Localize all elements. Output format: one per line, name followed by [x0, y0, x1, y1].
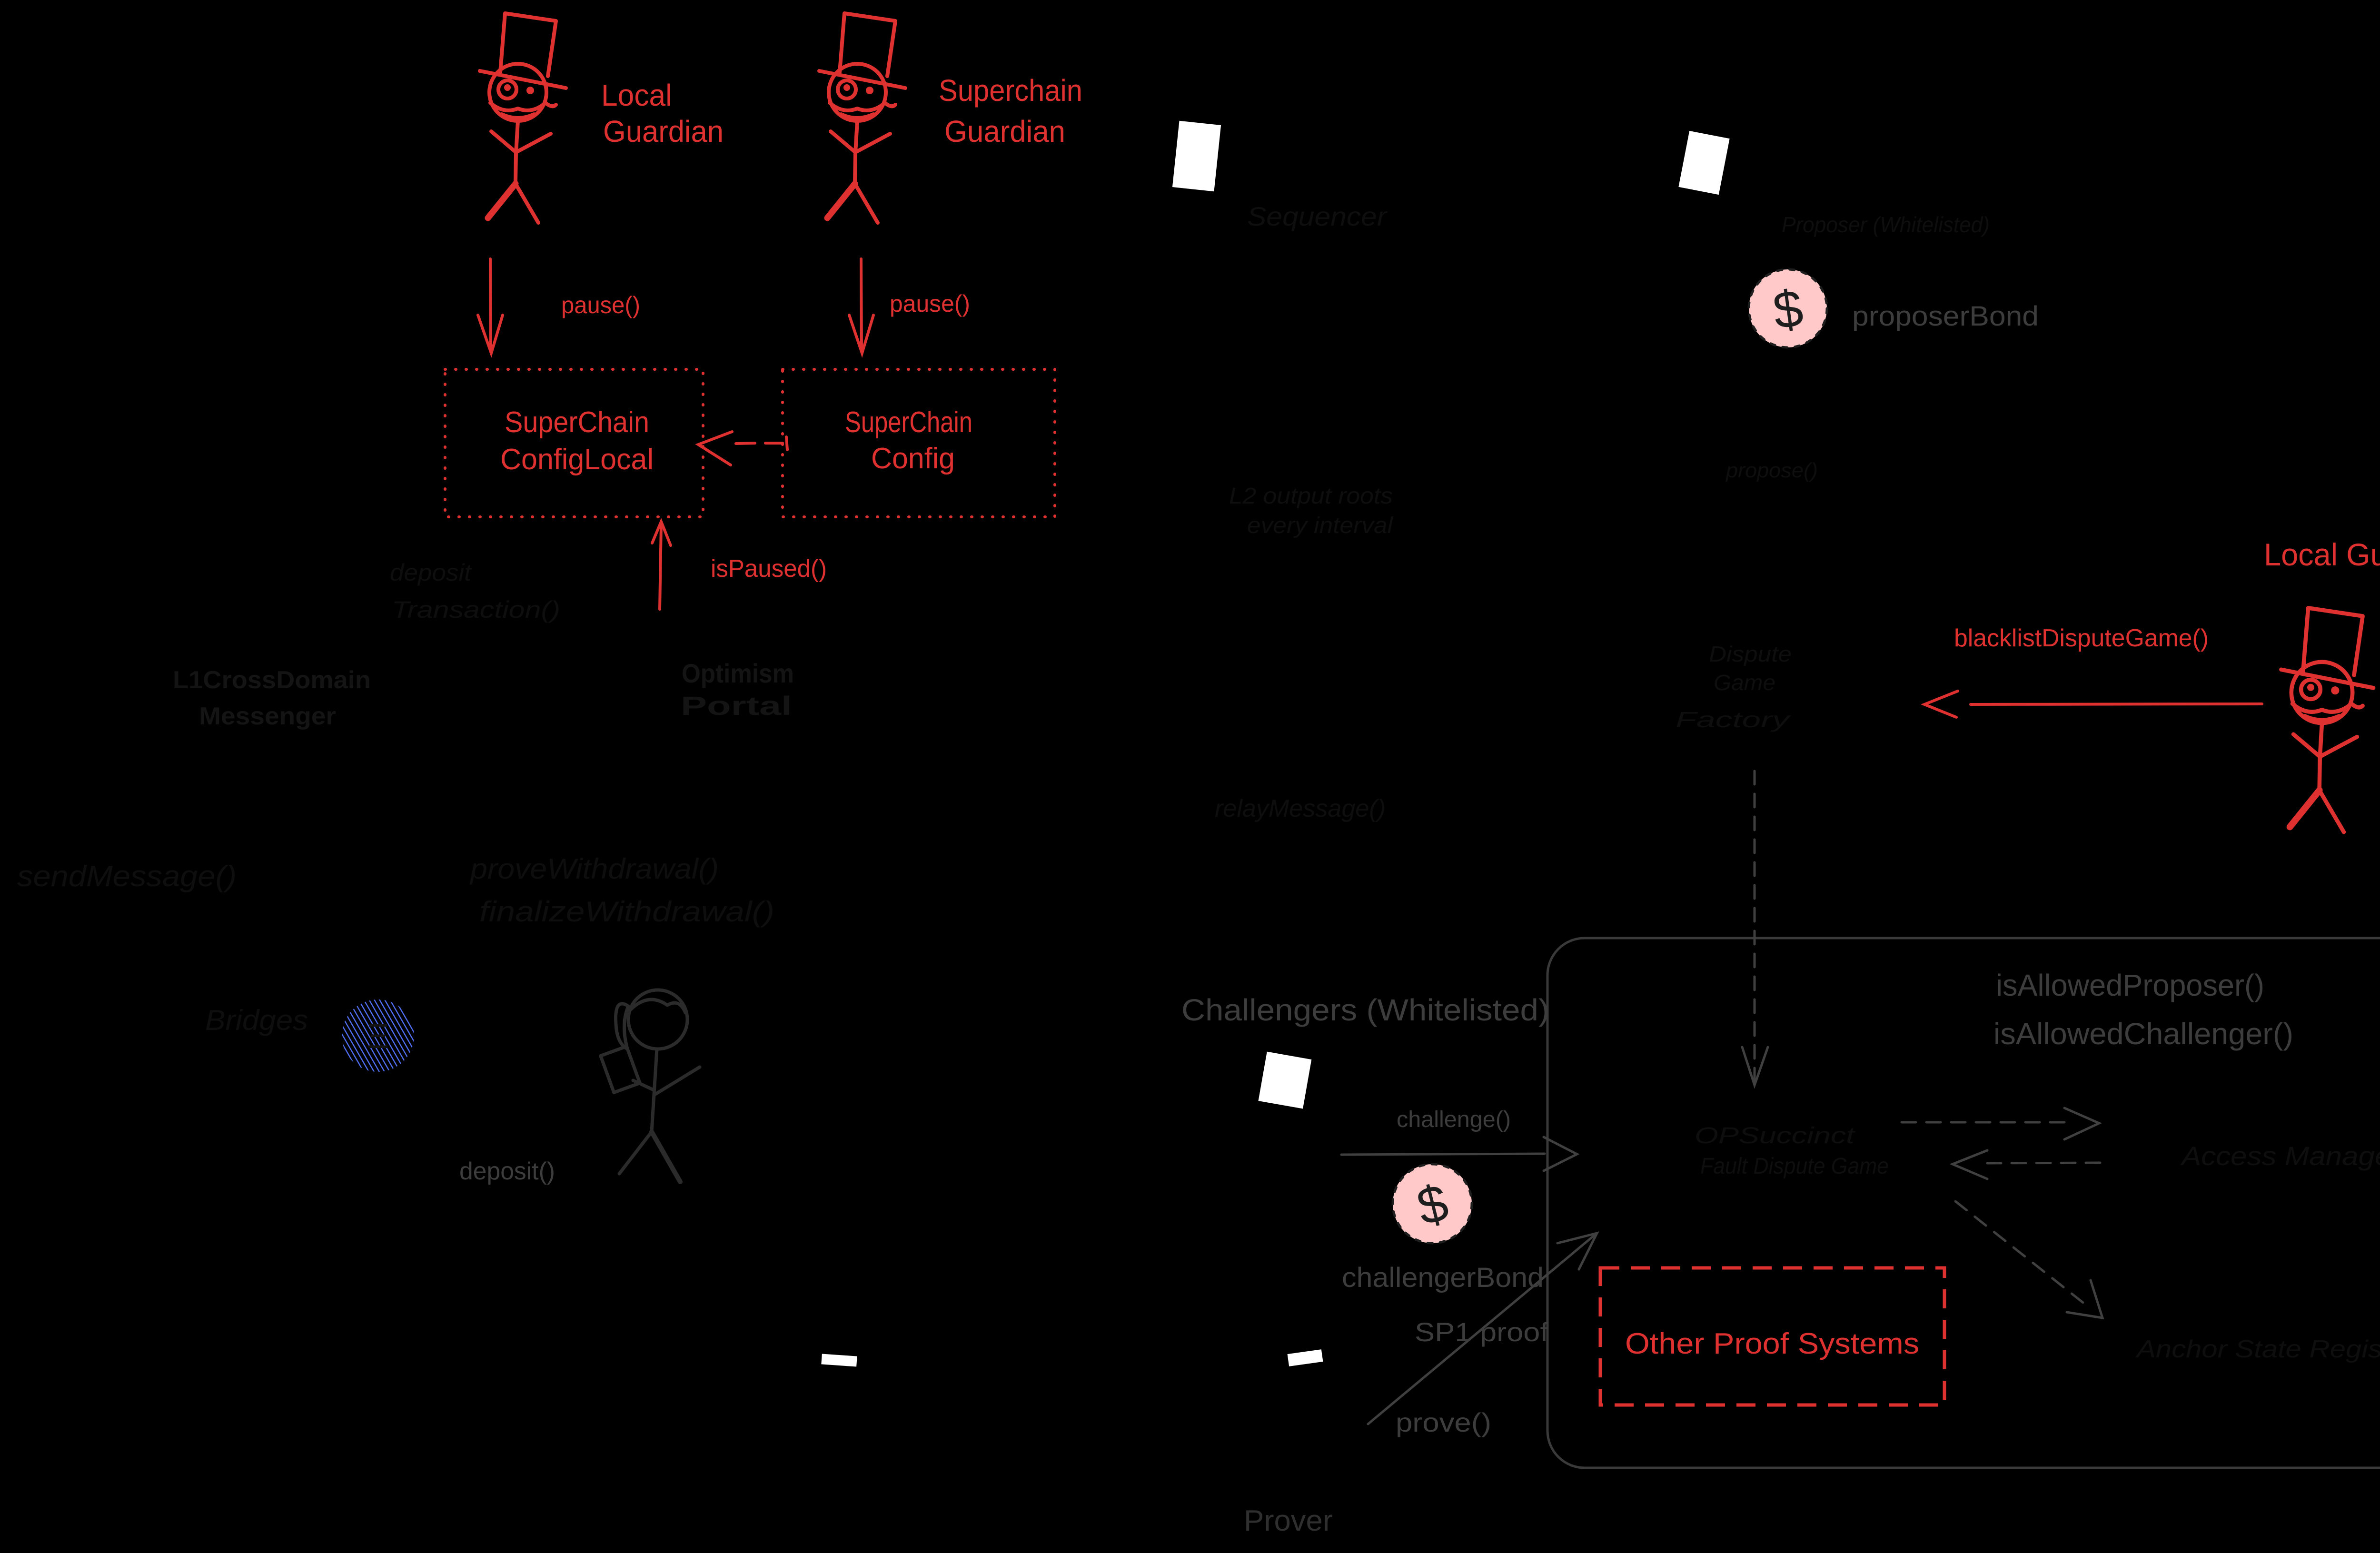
svg-text:blacklistDisputeGame(): blacklistDisputeGame() — [1954, 624, 2209, 652]
svg-text:L2 output roots: L2 output roots — [1229, 484, 1393, 509]
svg-text:Portal: Portal — [681, 691, 792, 721]
svg-text:Other Proof Systems: Other Proof Systems — [1625, 1327, 1919, 1360]
svg-text:L1CrossDomain: L1CrossDomain — [173, 666, 371, 694]
svg-text:SP1 proof: SP1 proof — [1415, 1317, 1548, 1347]
svg-text:pause(): pause() — [561, 292, 640, 318]
svg-text:Bridges: Bridges — [205, 1004, 308, 1036]
svg-text:proveWithdrawal(): proveWithdrawal() — [469, 853, 719, 885]
svg-text:Guardian: Guardian — [603, 114, 724, 148]
svg-text:every interval: every interval — [1247, 513, 1393, 538]
svg-text:isPaused(): isPaused() — [711, 555, 827, 583]
svg-text:Superchain: Superchain — [939, 73, 1082, 108]
svg-text:Sequencer: Sequencer — [1247, 201, 1388, 231]
svg-text:Dispute: Dispute — [1709, 642, 1792, 666]
svg-text:OPSuccinct: OPSuccinct — [1695, 1123, 1855, 1148]
svg-text:prove(): prove() — [1396, 1407, 1491, 1437]
svg-text:pause(): pause() — [890, 290, 970, 317]
svg-text:Prover: Prover — [1244, 1504, 1333, 1537]
svg-text:SuperChain: SuperChain — [845, 406, 972, 439]
svg-text:Local: Local — [601, 78, 672, 112]
svg-text:proposerBond: proposerBond — [1852, 301, 2039, 332]
svg-text:Config: Config — [871, 442, 955, 475]
svg-text:Fault Dispute Game: Fault Dispute Game — [1700, 1154, 1889, 1179]
svg-text:ConfigLocal: ConfigLocal — [500, 443, 654, 476]
svg-text:deposit(): deposit() — [459, 1157, 555, 1185]
svg-text:Factory: Factory — [1676, 707, 1792, 732]
svg-text:Local Guardian: Local Guardian — [2264, 537, 2380, 572]
svg-text:deposit: deposit — [390, 559, 472, 586]
svg-text:Challengers (Whitelisted): Challengers (Whitelisted) — [1181, 993, 1549, 1027]
svg-text:isAllowedChallenger(): isAllowedChallenger() — [1993, 1017, 2293, 1051]
svg-text:relayMessage(): relayMessage() — [1215, 795, 1386, 822]
svg-text:Proposer (Whitelisted): Proposer (Whitelisted) — [1782, 212, 1990, 237]
svg-text:challenge(): challenge() — [1397, 1107, 1511, 1132]
svg-text:Access Manager: Access Manager — [2180, 1141, 2380, 1171]
svg-text:Game: Game — [1714, 670, 1775, 695]
svg-text:Guardian: Guardian — [944, 114, 1065, 148]
svg-text:propose(): propose() — [1725, 459, 1818, 482]
svg-text:Optimism: Optimism — [682, 658, 794, 688]
svg-text:SuperChain: SuperChain — [505, 406, 649, 439]
svg-text:Messenger: Messenger — [199, 702, 336, 730]
svg-text:Transaction(): Transaction() — [392, 596, 560, 623]
svg-text:Anchor State Registry: Anchor State Registry — [2135, 1335, 2380, 1363]
svg-text:isAllowedProposer(): isAllowedProposer() — [1996, 968, 2264, 1002]
svg-text:sendMessage(): sendMessage() — [17, 860, 237, 893]
svg-text:challengerBond: challengerBond — [1342, 1262, 1544, 1293]
svg-text:Ξ: Ξ — [367, 1018, 389, 1056]
svg-text:finalizeWithdrawal(): finalizeWithdrawal() — [479, 896, 774, 928]
